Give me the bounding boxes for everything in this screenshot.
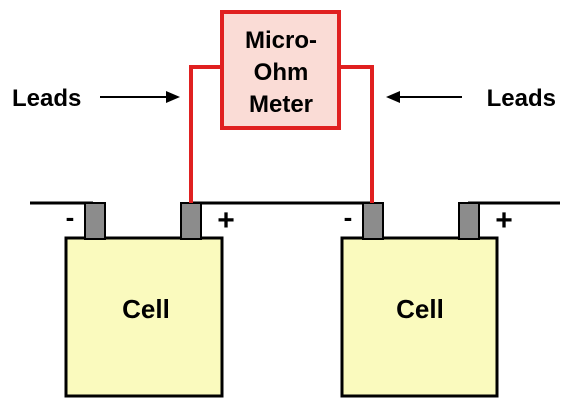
meter-leads: [189, 65, 374, 203]
right-leads-label: Leads: [487, 85, 556, 112]
right-leads-callout: Leads: [386, 85, 556, 112]
cell-right-negative-terminal: [362, 202, 384, 240]
meter-box: [220, 10, 341, 130]
left-lead: [189, 65, 222, 203]
left-leads-callout: Leads: [12, 85, 180, 112]
left-leads-label: Leads: [12, 85, 81, 112]
right-lead: [339, 65, 374, 203]
left-leads-arrow-head: [166, 91, 180, 103]
cell-left-positive-terminal: [180, 202, 202, 240]
meter-label-line1: Micro-: [245, 27, 317, 54]
cell-right-body: [340, 236, 499, 398]
meter-label-line3: Meter: [249, 91, 313, 118]
cell-left: - + Cell: [64, 202, 235, 398]
cell-left-body: [64, 236, 224, 398]
right-leads-arrow-head: [386, 91, 400, 103]
micro-ohm-meter: Micro- Ohm Meter: [220, 10, 341, 130]
cell-right-negative-symbol: -: [344, 202, 353, 232]
cell-left-negative-symbol: -: [66, 202, 75, 232]
cell-left-label: Cell: [122, 294, 170, 324]
meter-label-line2: Ohm: [254, 59, 309, 86]
cell-right-positive-terminal: [458, 202, 480, 240]
cell-left-positive-symbol: +: [217, 204, 235, 237]
cell-right-positive-symbol: +: [495, 204, 513, 237]
cell-right-label: Cell: [396, 294, 444, 324]
cell-left-negative-terminal: [84, 202, 106, 240]
cell-right: - + Cell: [340, 202, 513, 398]
